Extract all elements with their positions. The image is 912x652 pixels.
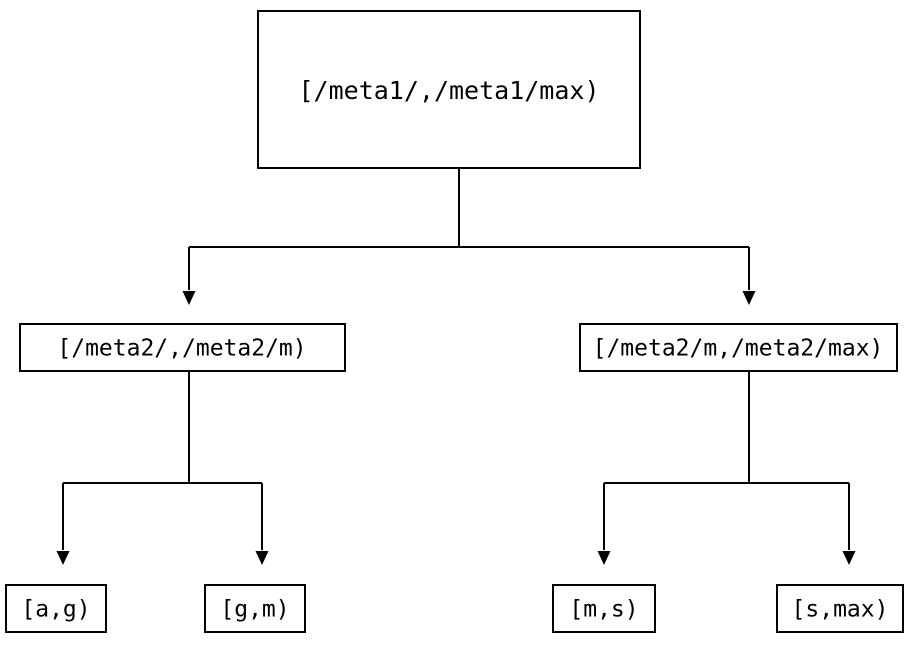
node-leaf-4-box[interactable]	[775, 583, 905, 634]
node-mid-left-box[interactable]	[18, 322, 347, 373]
node-leaf-1-label: [a,g)	[21, 597, 90, 623]
node-leaf-2[interactable]: [g,m)	[203, 583, 307, 634]
node-mid-left[interactable]: [/meta2/,/meta2/m)	[18, 322, 347, 373]
node-leaf-2-label: [g,m)	[220, 597, 289, 623]
node-mid-right-label: [/meta2/m,/meta2/max)	[593, 336, 884, 362]
arrowhead-leaf-1	[56, 551, 70, 565]
node-root-box[interactable]	[256, 9, 642, 170]
edge-group-root	[182, 168, 756, 305]
edge-group-mid-left	[56, 371, 269, 565]
node-leaf-3[interactable]: [m,s)	[551, 583, 657, 634]
edge-group-mid-right	[597, 371, 856, 565]
node-leaf-3-box[interactable]	[551, 583, 657, 634]
node-mid-right-box[interactable]	[578, 322, 899, 373]
arrowhead-mid-left	[182, 291, 196, 305]
node-leaf-1[interactable]: [a,g)	[4, 583, 108, 634]
arrowhead-leaf-2	[255, 551, 269, 565]
node-leaf-2-box[interactable]	[203, 583, 307, 634]
node-mid-left-label: [/meta2/,/meta2/m)	[57, 336, 306, 362]
arrowhead-leaf-4	[842, 551, 856, 565]
node-leaf-1-box[interactable]	[4, 583, 108, 634]
arrowhead-leaf-3	[597, 551, 611, 565]
node-mid-right[interactable]: [/meta2/m,/meta2/max)	[578, 322, 899, 373]
node-leaf-4[interactable]: [s,max)	[775, 583, 905, 634]
node-root-label: [/meta1/,/meta1/max)	[298, 76, 599, 105]
node-leaf-4-label: [s,max)	[792, 597, 889, 623]
arrowhead-mid-right	[742, 291, 756, 305]
node-leaf-3-label: [m,s)	[569, 597, 638, 623]
node-root[interactable]: [/meta1/,/meta1/max)	[256, 9, 642, 170]
